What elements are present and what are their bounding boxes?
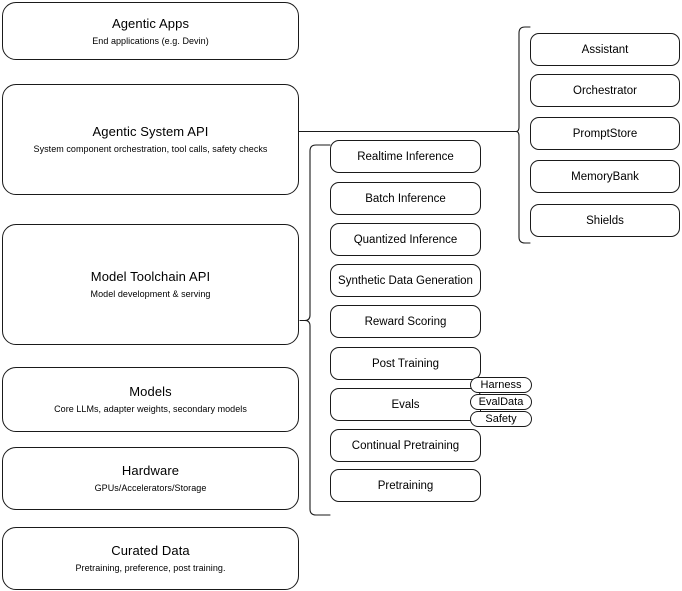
- system-item-label: Assistant: [581, 43, 629, 56]
- eval-chip-label: Safety: [485, 413, 517, 425]
- toolchain-item-synthetic-data-generation[interactable]: Synthetic Data Generation: [330, 264, 481, 297]
- layer-title: Models: [129, 384, 172, 399]
- toolchain-item-post-training[interactable]: Post Training: [330, 347, 481, 380]
- layer-title: Agentic Apps: [111, 15, 190, 31]
- toolchain-item-label: Batch Inference: [365, 192, 446, 205]
- layer-title: Model Toolchain API: [90, 269, 211, 284]
- toolchain-item-label: Post Training: [371, 357, 440, 370]
- system-item-orchestrator[interactable]: Orchestrator: [530, 74, 680, 107]
- layer-agentic-system-api[interactable]: Agentic System API System component orch…: [2, 84, 299, 195]
- layer-curated-data[interactable]: Curated Data Pretraining, preference, po…: [2, 527, 299, 590]
- system-item-memorybank[interactable]: MemoryBank: [530, 160, 680, 193]
- layer-subtitle: System component orchestration, tool cal…: [33, 144, 268, 154]
- system-item-shields[interactable]: Shields: [530, 204, 680, 237]
- toolchain-item-label: Pretraining: [377, 479, 434, 492]
- toolchain-item-label: Synthetic Data Generation: [338, 274, 473, 287]
- toolchain-item-realtime-inference[interactable]: Realtime Inference: [330, 140, 481, 173]
- system-item-assistant[interactable]: Assistant: [530, 33, 680, 66]
- layer-hardware[interactable]: Hardware GPUs/Accelerators/Storage: [2, 447, 299, 510]
- layer-subtitle: End applications (e.g. Devin): [92, 35, 209, 46]
- toolchain-item-continual-pretraining[interactable]: Continual Pretraining: [330, 429, 481, 462]
- toolchain-item-label: Continual Pretraining: [351, 439, 460, 452]
- layer-models[interactable]: Models Core LLMs, adapter weights, secon…: [2, 367, 299, 432]
- system-item-promptstore[interactable]: PromptStore: [530, 117, 680, 150]
- eval-chip-label: EvalData: [478, 396, 524, 408]
- layer-subtitle: Pretraining, preference, post training.: [75, 563, 226, 573]
- system-item-label: MemoryBank: [571, 170, 639, 183]
- eval-chip-harness[interactable]: Harness: [470, 377, 532, 393]
- toolchain-item-evals[interactable]: Evals: [330, 388, 481, 421]
- toolchain-item-quantized-inference[interactable]: Quantized Inference: [330, 223, 481, 256]
- layer-subtitle: Core LLMs, adapter weights, secondary mo…: [54, 404, 247, 414]
- toolchain-item-pretraining[interactable]: Pretraining: [330, 469, 481, 502]
- layer-agentic-apps[interactable]: Agentic Apps End applications (e.g. Devi…: [2, 2, 299, 60]
- eval-chip-label: Harness: [480, 379, 522, 391]
- toolchain-item-label: Evals: [391, 398, 420, 411]
- layer-model-toolchain-api[interactable]: Model Toolchain API Model development & …: [2, 224, 299, 345]
- toolchain-item-label: Quantized Inference: [353, 233, 458, 246]
- system-item-label: Shields: [586, 214, 624, 227]
- system-item-label: PromptStore: [572, 127, 638, 140]
- toolchain-item-batch-inference[interactable]: Batch Inference: [330, 182, 481, 215]
- layer-title: Hardware: [121, 463, 180, 478]
- eval-chip-evaldata[interactable]: EvalData: [470, 394, 532, 410]
- toolchain-item-reward-scoring[interactable]: Reward Scoring: [330, 305, 481, 338]
- eval-chip-safety[interactable]: Safety: [470, 411, 532, 427]
- toolchain-item-label: Reward Scoring: [364, 315, 447, 328]
- layer-title: Curated Data: [111, 543, 190, 558]
- layer-subtitle: Model development & serving: [90, 289, 211, 299]
- system-item-label: Orchestrator: [573, 84, 637, 97]
- toolchain-item-label: Realtime Inference: [357, 150, 454, 163]
- layer-title: Agentic System API: [92, 124, 209, 139]
- layer-subtitle: GPUs/Accelerators/Storage: [94, 483, 207, 493]
